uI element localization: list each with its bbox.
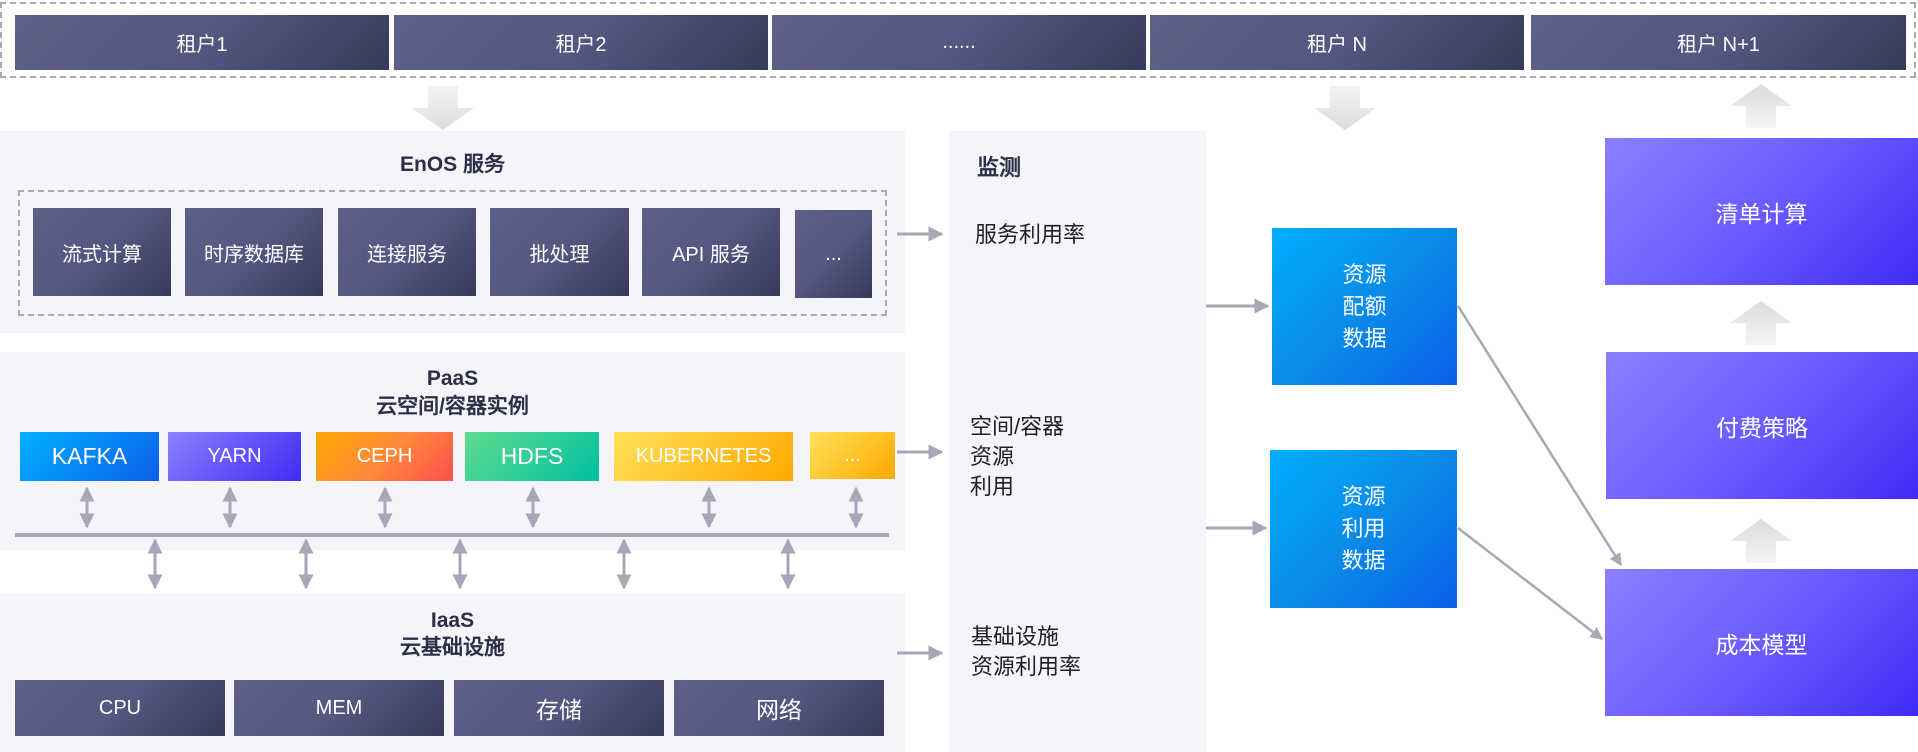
monitor-container-usage-line: 空间/容器: [970, 414, 1065, 439]
service-tsdb: 时序数据库: [185, 208, 323, 296]
cost-model: 成本模型: [1605, 569, 1918, 716]
enos-services-group: [18, 190, 887, 316]
component-more: ...: [810, 432, 895, 479]
resource-usage-data: 资源 利用 数据: [1270, 450, 1457, 608]
arrow-usage-to-cost: [1457, 527, 1603, 640]
resource-storage: 存储: [454, 680, 664, 736]
service-stream-compute: 流式计算: [33, 208, 171, 296]
enos-title: EnOS 服务: [399, 153, 505, 176]
component-hdfs: HDFS: [465, 432, 599, 481]
resource-quota-data: 资源 配额 数据: [1272, 228, 1457, 385]
resource-mem: MEM: [234, 680, 444, 736]
service-more: ...: [795, 210, 872, 298]
monitor-infra-usage: 基础设施 资源利用率: [971, 622, 1081, 682]
monitor-container-usage-line: 利用: [970, 474, 1015, 499]
monitor-container-usage-line: 资源: [970, 444, 1015, 469]
fat-arrow-up-icon: [1730, 84, 1792, 128]
fat-arrow-down-icon: [1314, 86, 1376, 130]
service-connection: 连接服务: [338, 208, 476, 296]
usage-line: 数据: [1341, 548, 1386, 573]
tenant-n: 租户 N: [1150, 15, 1524, 70]
component-yarn: YARN: [168, 432, 301, 481]
component-ceph: CEPH: [316, 432, 453, 481]
monitor-service-usage: 服务利用率: [975, 222, 1086, 247]
usage-line: 资源: [1341, 484, 1386, 509]
arrow-quota-to-cost: [1456, 305, 1623, 567]
monitor-title: 监测: [977, 155, 1022, 180]
fat-arrow-down-icon: [412, 86, 474, 130]
resource-network: 网络: [674, 680, 884, 736]
tenant-group: [0, 2, 1916, 78]
tenant-ellipsis: ......: [772, 15, 1146, 70]
service-api: API 服务: [642, 208, 780, 296]
tenant-n-plus-1: 租户 N+1: [1531, 15, 1906, 70]
service-batch: 批处理: [490, 208, 629, 296]
paas-subtitle: 云空间/容器实例: [376, 395, 529, 418]
iaas-subtitle: 云基础设施: [400, 636, 505, 659]
resource-cpu: CPU: [15, 680, 225, 736]
monitor-infra-usage-line: 基础设施: [971, 624, 1060, 649]
fat-arrow-up-icon: [1730, 301, 1792, 345]
component-kafka: KAFKA: [20, 432, 159, 481]
component-kubernetes: KUBERNETES: [614, 432, 793, 481]
pricing-policy: 付费策略: [1606, 352, 1918, 499]
monitor-container-usage: 空间/容器 资源 利用: [970, 412, 1064, 502]
quota-line: 数据: [1342, 325, 1387, 351]
monitor-infra-usage-line: 资源利用率: [971, 654, 1082, 679]
fat-arrow-up-icon: [1730, 519, 1792, 563]
tenant-1: 租户1: [15, 15, 389, 70]
bill-calculation: 清单计算: [1605, 138, 1918, 285]
quota-line: 资源: [1342, 261, 1387, 287]
monitor-panel: [949, 131, 1206, 752]
tenant-2: 租户2: [394, 15, 768, 70]
iaas-title: IaaS: [430, 609, 475, 632]
quota-line: 配额: [1342, 293, 1387, 319]
usage-line: 利用: [1341, 516, 1386, 541]
paas-title: PaaS: [426, 367, 479, 390]
